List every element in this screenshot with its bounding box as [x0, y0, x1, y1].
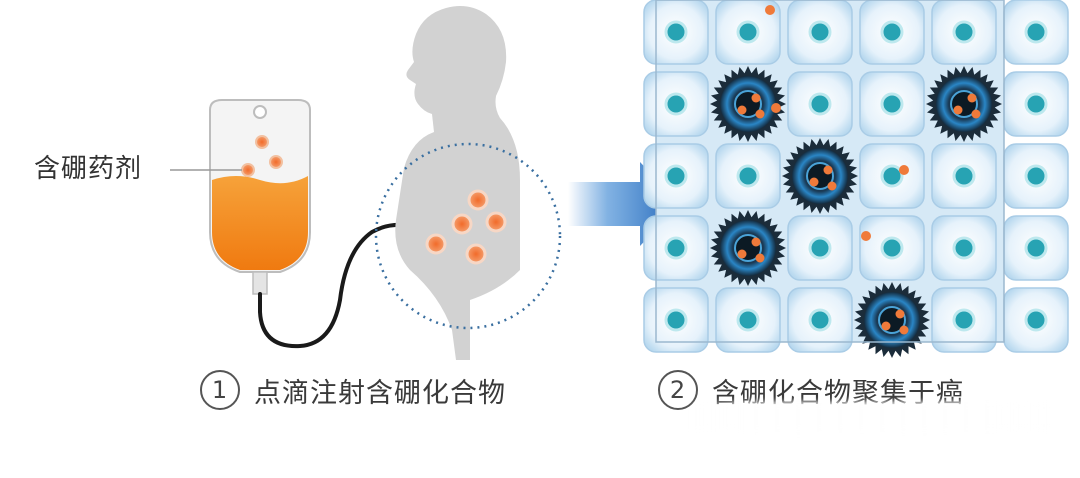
- boron-molecule: [751, 237, 761, 247]
- boron-molecule: [765, 5, 775, 15]
- magnify-circle: [374, 142, 562, 330]
- boron-molecule: [755, 253, 765, 263]
- iv-bag-hanger-hole: [253, 105, 267, 119]
- cell-nucleus: [952, 308, 976, 332]
- boron-molecule: [255, 135, 269, 149]
- patient-silhouette: [395, 6, 520, 360]
- cell-nucleus: [880, 164, 904, 188]
- cell-nucleus: [952, 236, 976, 260]
- cell-nucleus: [880, 20, 904, 44]
- cell-nucleus: [1024, 92, 1048, 116]
- cell-nucleus: [664, 308, 688, 332]
- cell-nucleus: [952, 20, 976, 44]
- cell-nucleus: [808, 236, 832, 260]
- boron-molecule: [967, 93, 977, 103]
- cell-nucleus: [808, 308, 832, 332]
- step-number-icon: 1: [200, 370, 240, 410]
- iv-bag: [170, 99, 311, 295]
- boron-molecule: [771, 103, 781, 113]
- drug-label: 含硼药剂: [34, 154, 143, 184]
- blur-overlay: [690, 402, 1050, 432]
- boron-molecule: [895, 309, 905, 319]
- cell-nucleus: [1024, 236, 1048, 260]
- boron-molecule: [899, 165, 909, 175]
- cell-nucleus: [1024, 308, 1048, 332]
- boron-molecule: [751, 93, 761, 103]
- boron-molecule: [269, 155, 283, 169]
- cell-nucleus: [664, 20, 688, 44]
- iv-tube: [258, 222, 412, 349]
- boron-molecule: [881, 321, 891, 331]
- body-boron-molecules: [425, 189, 507, 265]
- step-text: 点滴注射含硼化合物: [254, 377, 506, 409]
- cell-nucleus: [952, 164, 976, 188]
- cell-nucleus: [880, 92, 904, 116]
- boron-molecule: [465, 243, 487, 265]
- boron-molecule: [451, 213, 473, 235]
- boron-molecule: [485, 211, 507, 233]
- boron-molecule: [823, 165, 833, 175]
- tissue-panel: [643, 0, 1069, 358]
- boron-molecule: [971, 109, 981, 119]
- cell-nucleus: [664, 164, 688, 188]
- boron-molecule: [953, 105, 963, 115]
- step-number-icon: 2: [658, 370, 698, 410]
- step-1: 1 点滴注射含硼化合物: [200, 366, 506, 414]
- cell-nucleus: [736, 164, 760, 188]
- boron-molecule: [755, 109, 765, 119]
- cell-nucleus: [736, 20, 760, 44]
- cell-nucleus: [808, 20, 832, 44]
- cell-nucleus: [808, 92, 832, 116]
- boron-molecule: [809, 177, 819, 187]
- cell-nucleus: [664, 236, 688, 260]
- cell-nucleus: [736, 308, 760, 332]
- boron-molecule: [425, 233, 447, 255]
- boron-molecule: [467, 189, 489, 211]
- boron-molecule: [737, 105, 747, 115]
- cell-nucleus: [664, 92, 688, 116]
- boron-molecule: [899, 325, 909, 335]
- boron-molecule: [737, 249, 747, 259]
- cell-nucleus: [1024, 20, 1048, 44]
- cell-nucleus: [1024, 164, 1048, 188]
- boron-molecule: [827, 181, 837, 191]
- boron-molecule: [241, 163, 255, 177]
- boron-molecule: [861, 231, 871, 241]
- cell-nucleus: [880, 236, 904, 260]
